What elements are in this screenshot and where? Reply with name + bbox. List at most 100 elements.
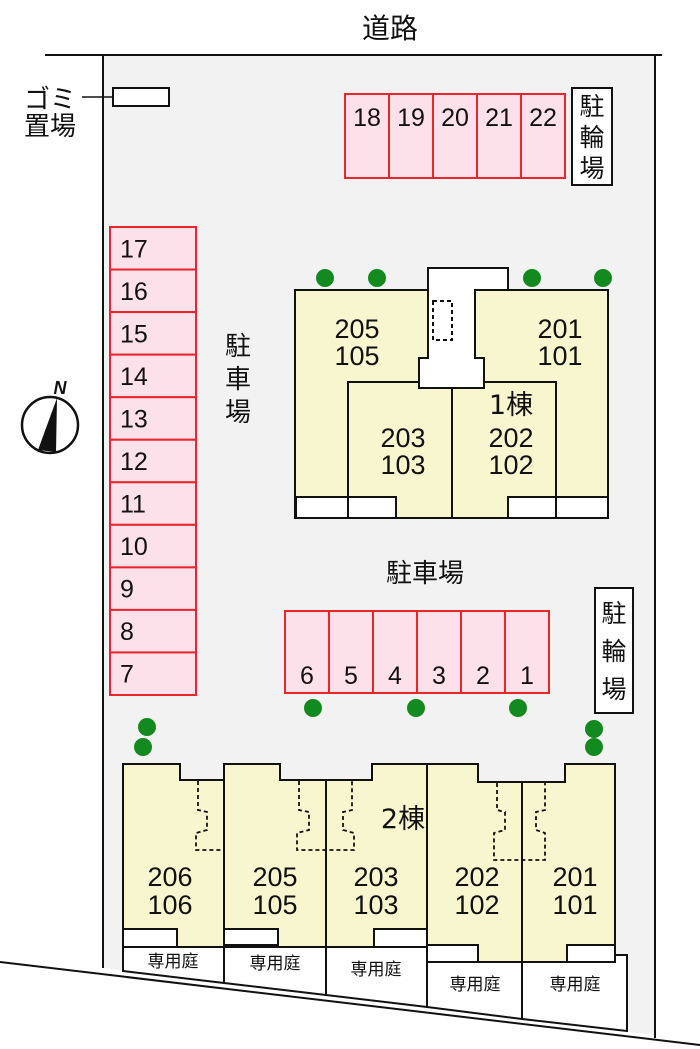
stair-dashed-outlines [195,781,546,861]
parking-space [109,651,197,696]
bike-parking-char: 輪 [601,637,626,666]
parking-space-number: 20 [441,104,469,132]
parking-space-number: 17 [120,235,148,263]
parking-space-number: 21 [485,104,513,132]
unit-201-101 [521,763,616,963]
unit-number: 205 [252,862,297,892]
private-garden-label: 専用庭 [148,952,199,972]
parking-label-center: 駐車場 [386,559,464,589]
parking-space [372,610,418,694]
building-1-labels: 205 105 201 101 203 103 202 102 1棟 [334,314,582,480]
parking-label-left-char: 駐 [225,332,251,362]
parking-space [109,481,197,526]
parking-label-left-char: 場 [225,398,251,428]
bike-parking-right: 駐 輪 場 [594,587,634,714]
parking-space-number: 18 [353,104,381,132]
bike-parking-char: 駐 [601,599,626,628]
parking-space [109,438,197,484]
parking-space-number: 5 [344,662,358,690]
unit-number: 206 [147,862,192,892]
bike-parking-char: 駐 [579,92,604,121]
tree-icon [407,699,425,717]
parking-space-number: 6 [300,662,314,690]
bike-parking-char: 場 [579,154,604,183]
unit-number: 203 [353,862,398,892]
parking-row-top: 18 19 20 21 22 [344,93,566,179]
tree-icon [316,269,334,287]
parking-label-left-char: 車 [225,365,251,395]
tree-icon [523,269,541,287]
private-garden-label: 専用庭 [351,960,402,980]
balcony [122,928,178,948]
balcony [347,496,397,519]
balcony [223,928,279,946]
garbage-area: ゴミ 置場 [24,85,170,142]
parking-space-number: 10 [120,533,148,561]
unit-number: 106 [147,890,192,920]
parking-space [416,610,462,694]
unit-number: 102 [488,450,533,480]
unit-number: 201 [537,314,582,344]
balcony [566,944,616,963]
unit-number: 102 [454,890,499,920]
parking-space [328,610,374,694]
parking-space [109,523,197,569]
tree-icon [594,269,612,287]
bike-parking-char: 輪 [579,123,604,152]
bike-parking-char: 場 [601,675,626,704]
parking-space-number: 22 [529,104,557,132]
stair-dashed-outline [432,300,453,341]
unit-number: 101 [552,890,597,920]
building-1 [294,267,609,519]
parking-space-number: 14 [120,363,148,391]
parking-space [109,566,197,611]
parking-space-number: 13 [120,405,148,433]
tree-icon [134,738,152,756]
unit-number: 205 [334,314,379,344]
private-garden-label: 専用庭 [450,975,501,995]
unit-number: 103 [353,890,398,920]
parking-space-number: 19 [397,104,425,132]
unit-202-102 [451,381,557,519]
unit-number: 201 [552,862,597,892]
unit-number: 105 [252,890,297,920]
parking-space-number: 3 [432,662,446,690]
parking-space-number: 1 [520,662,534,690]
parking-space [520,93,566,179]
tree-icon [304,699,322,717]
unit-number: 203 [380,423,425,453]
garbage-label-line1: ゴミ [24,85,76,115]
parking-space [284,610,330,694]
private-garden-label: 専用庭 [250,954,301,974]
parking-space-number: 2 [476,662,490,690]
balcony [507,496,557,519]
parking-space-number: 7 [120,661,134,689]
balcony [295,496,349,519]
building-2 [122,763,628,1033]
unit-number: 202 [488,423,533,453]
unit-number: 105 [334,341,379,371]
parking-space [432,93,478,179]
garbage-label-line2: 置場 [24,112,76,142]
unit-number: 202 [454,862,499,892]
road-label: 道路 [362,12,418,45]
parking-space-number: 8 [120,618,134,646]
parking-space-number: 16 [120,278,148,306]
north-compass-icon: N [20,378,80,455]
building-2-label: 2棟 [381,804,425,835]
parking-space-number: 12 [120,448,148,476]
parking-space-number: 9 [120,576,134,604]
unit-number: 101 [537,341,582,371]
private-garden-label: 専用庭 [550,975,601,995]
bike-parking-top: 駐 輪 場 [571,87,613,186]
unit-number: 103 [380,450,425,480]
trees [134,269,612,756]
tree-icon [585,738,603,756]
tree-icon [509,699,527,717]
site-boundary-bottom [0,961,700,1046]
parking-space [504,610,550,694]
